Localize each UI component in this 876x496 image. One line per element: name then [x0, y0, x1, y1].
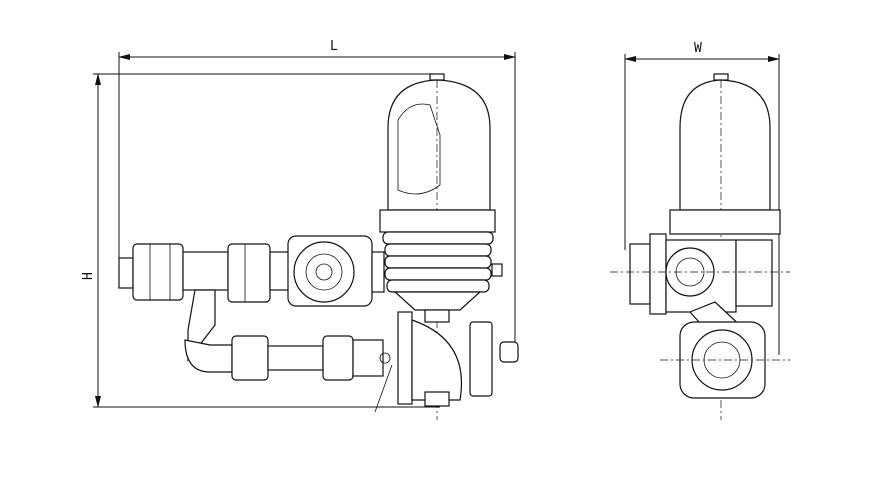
dimension-height: H — [81, 73, 440, 408]
dimension-width: W — [624, 41, 780, 355]
front-view — [118, 73, 519, 420]
dimension-length: L — [118, 39, 516, 345]
side-view — [610, 73, 790, 420]
length-label: L — [330, 39, 338, 54]
height-label: H — [81, 272, 96, 280]
width-label: W — [694, 41, 702, 56]
